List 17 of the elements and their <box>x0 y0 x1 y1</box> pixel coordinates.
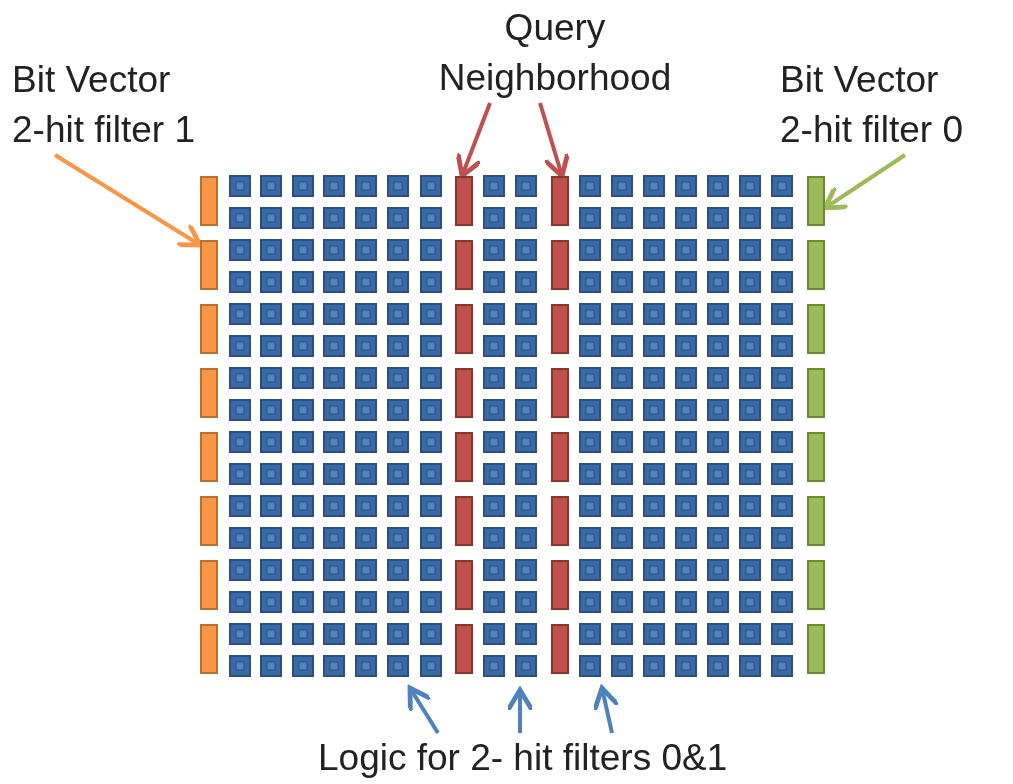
bit-column-drawing <box>551 176 569 674</box>
arrow <box>53 153 203 248</box>
arrow <box>455 102 492 179</box>
bit-column-drawing <box>455 176 473 674</box>
arrow <box>407 685 440 735</box>
callout-label: Query <box>503 6 607 50</box>
bit-column-drawing <box>807 176 825 674</box>
arrow <box>592 685 621 734</box>
callout-label: 2-hit filter 1 <box>12 108 195 152</box>
callout-label: Logic for 2- hit filters 0&1 <box>318 736 728 780</box>
callout-label: Bit Vector <box>12 58 172 102</box>
callout-label: 2-hit filter 0 <box>780 108 963 152</box>
arrow <box>505 687 535 733</box>
arrow <box>538 102 571 179</box>
bit-column-drawing <box>200 176 218 674</box>
callout-label: Neighborhood <box>437 56 673 100</box>
callout-label: Bit Vector <box>780 58 940 102</box>
